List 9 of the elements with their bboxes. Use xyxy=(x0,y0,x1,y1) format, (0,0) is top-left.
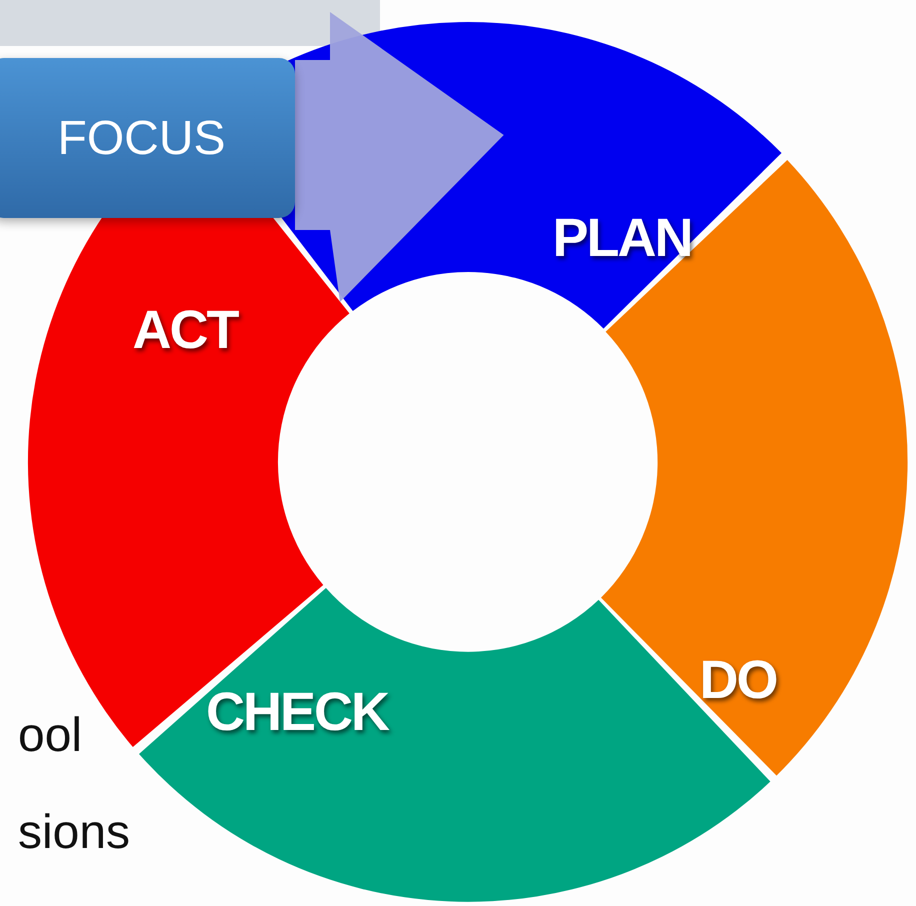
stage-label: PLAN xyxy=(552,206,692,269)
arrow xyxy=(295,12,504,302)
focus-box xyxy=(0,58,295,218)
focus-label: FOCUS xyxy=(58,110,226,166)
stage-label: ACT xyxy=(132,298,238,361)
stage-label: DO xyxy=(699,648,776,711)
side-text: sions xyxy=(18,805,130,860)
stage-label: CHECK xyxy=(206,680,388,743)
side-text: ool xyxy=(18,708,82,763)
